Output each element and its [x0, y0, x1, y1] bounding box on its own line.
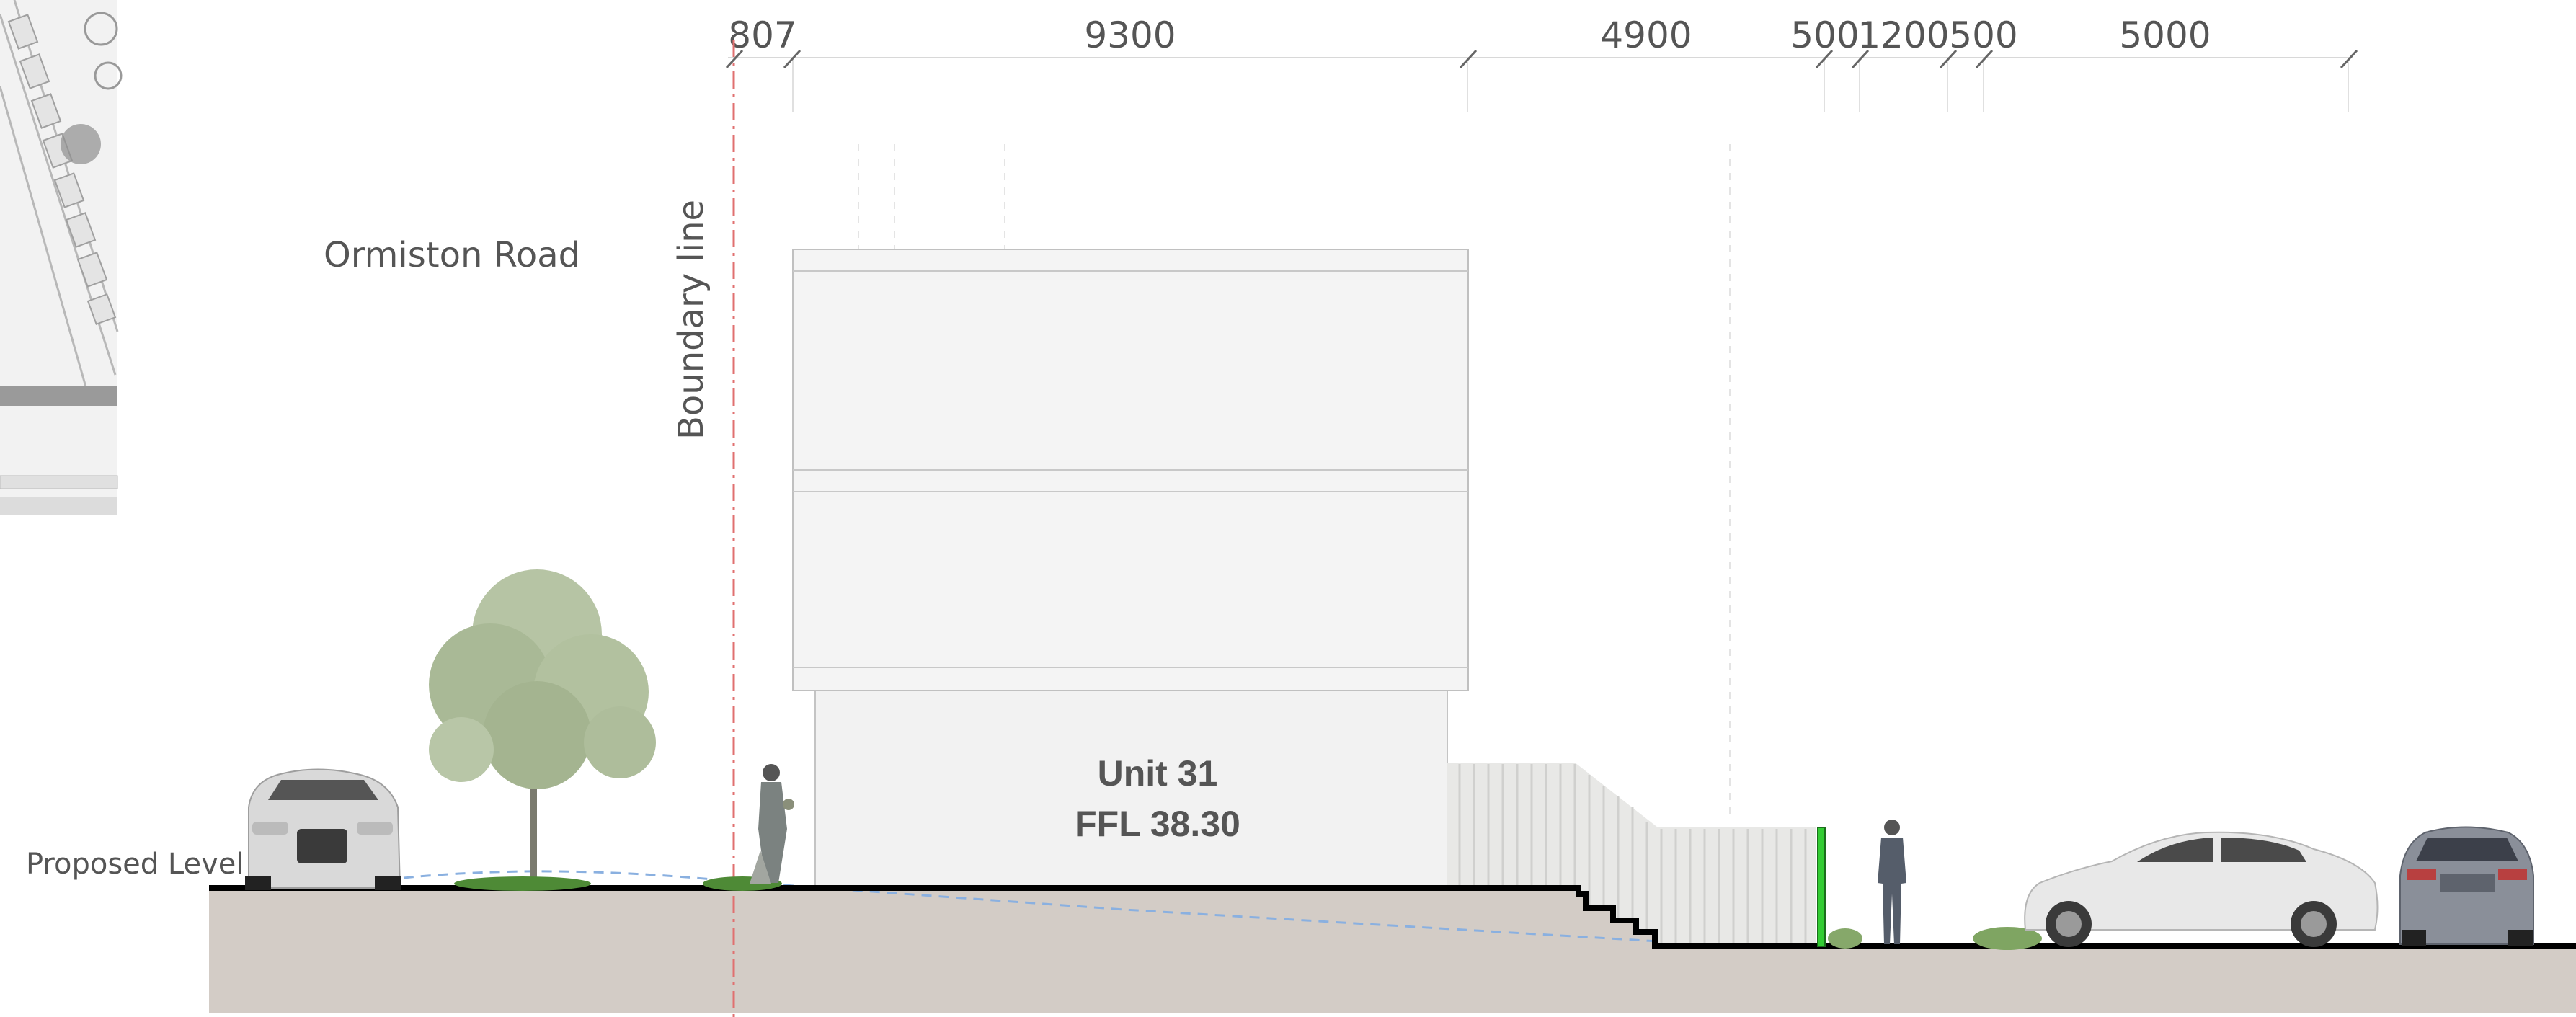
unit-ffl: FFL 38.30 [1075, 804, 1240, 844]
person-icon [750, 764, 794, 884]
proposed-level-label: Proposed Level [26, 848, 244, 881]
building-unit-31: Unit 31 FFL 38.30 [792, 249, 1469, 889]
proposed-ground-line [209, 885, 2576, 949]
dim-500-a: 500 [1790, 14, 1859, 56]
retaining-wall-cladding [1447, 763, 1816, 946]
boundary-label: Boundary line [671, 200, 711, 440]
car-sedan-icon [245, 768, 401, 890]
shrub-icon [454, 876, 2042, 950]
dimension-string: 807 9300 4900 500 1200 500 5000 [725, 14, 2358, 112]
site-plan-thumbnail [0, 0, 123, 515]
dim-9300: 9300 [1084, 14, 1176, 56]
unit-name: Unit 31 [1098, 753, 1218, 794]
person-phone-icon [1878, 820, 1906, 944]
suv-icon [2399, 826, 2534, 946]
dim-1200: 1200 [1857, 14, 1949, 56]
ground-section [209, 888, 2576, 1013]
dim-500-b: 500 [1949, 14, 2017, 56]
tree-icon [429, 569, 656, 888]
street-label: Ormiston Road [324, 235, 580, 275]
dim-5000: 5000 [2119, 14, 2211, 56]
tesla-car-icon [2024, 831, 2379, 947]
dim-4900: 4900 [1600, 14, 1692, 56]
fence-post [1817, 827, 1826, 947]
dim-807: 807 [728, 14, 796, 56]
